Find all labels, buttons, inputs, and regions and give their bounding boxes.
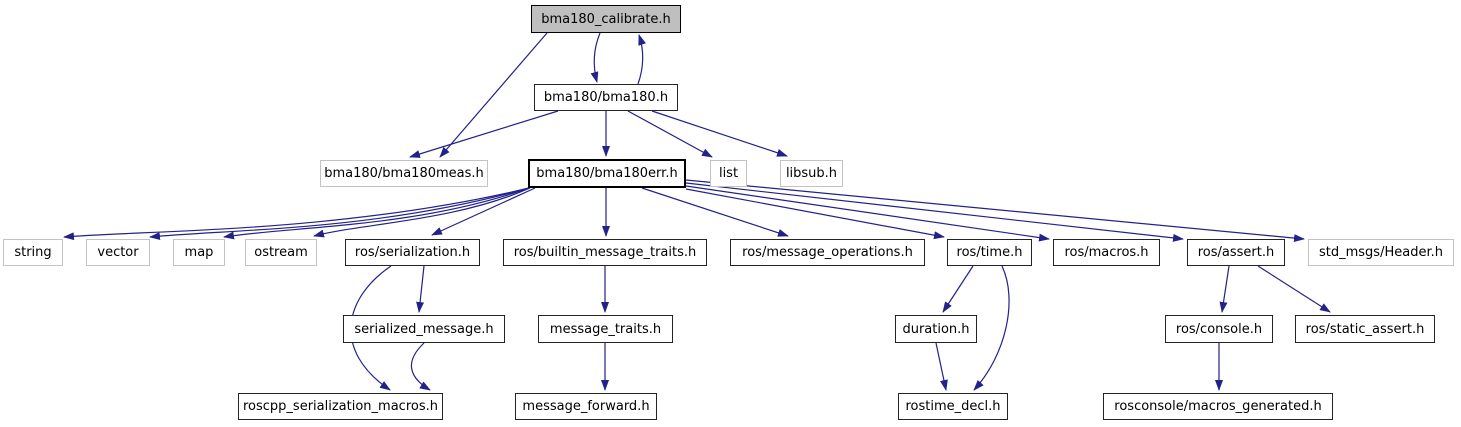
node-label: ostream <box>254 245 308 260</box>
node-rostime-decl-h[interactable]: rostime_decl.h <box>898 393 1008 420</box>
node-serialized-message-h[interactable]: serialized_message.h <box>343 315 505 343</box>
edge-serialized-message-h-to-roscpp-serialization-macros-h <box>410 342 431 391</box>
node-vector[interactable]: vector <box>86 239 150 266</box>
node-label: rosconsole/macros_generated.h <box>1114 399 1322 414</box>
node-bma180-bma180-h[interactable]: bma180/bma180.h <box>534 84 678 111</box>
node-label: bma180/bma180.h <box>543 90 669 105</box>
edge-bma180-calibrate-h-to-bma180meas-h <box>439 32 548 158</box>
node-bma180-calibrate-h[interactable]: bma180_calibrate.h <box>531 5 681 33</box>
edge-ros-serialization-h-to-serialized-message-h <box>416 265 425 313</box>
node-label: bma180/bma180meas.h <box>324 166 484 181</box>
node-ros-time-h[interactable]: ros/time.h <box>947 239 1032 266</box>
node-label: libsub.h <box>785 166 838 181</box>
edge-ros-assert-h-to-ros-static-assert-h <box>1257 265 1331 313</box>
node-label: serialized_message.h <box>354 321 494 337</box>
edge-bma180-bma180-h-to-bma180-calibrate-h <box>637 34 646 85</box>
edge-ros-assert-h-to-ros-console-h <box>1219 265 1230 313</box>
edge-bma180err-h-to-map <box>223 187 530 240</box>
node-ros-serialization-h[interactable]: ros/serialization.h <box>345 239 480 266</box>
edge-bma180err-h-to-ros-macros-h <box>685 185 1050 242</box>
node-message-forward-h[interactable]: message_forward.h <box>515 393 657 420</box>
node-label: ros/builtin_message_traits.h <box>513 245 697 260</box>
node-string[interactable]: string <box>3 239 63 266</box>
node-libsub-h[interactable]: libsub.h <box>780 160 843 187</box>
node-label: ros/serialization.h <box>354 245 471 260</box>
edge-ros-time-h-to-rostime-decl-h <box>973 265 1010 391</box>
node-label: ros/time.h <box>956 245 1023 260</box>
node-label: ros/static_assert.h <box>1305 321 1425 337</box>
edge-bma180err-h-to-ros-serialization-h <box>431 187 536 236</box>
node-message-traits-h[interactable]: message_traits.h <box>538 315 673 343</box>
node-rosconsole-macros-generated-h[interactable]: rosconsole/macros_generated.h <box>1103 393 1333 420</box>
node-bma180meas-h[interactable]: bma180/bma180meas.h <box>320 160 488 187</box>
node-label: message_traits.h <box>549 321 662 337</box>
edge-bma180err-h-to-ros-assert-h <box>685 182 1184 242</box>
node-label: vector <box>97 245 139 260</box>
edge-bma180err-h-to-ros-time-h <box>685 188 945 240</box>
node-label: list <box>718 166 739 181</box>
edge-ros-time-h-to-duration-h <box>942 265 974 313</box>
node-label: std_msgs/Header.h <box>1319 245 1443 260</box>
node-label: string <box>14 245 52 260</box>
edge-bma180-bma180-h-to-libsub-h <box>651 110 788 157</box>
node-std-msgs-header-h[interactable]: std_msgs/Header.h <box>1308 239 1454 266</box>
node-label: message_forward.h <box>522 399 650 414</box>
edge-bma180err-h-to-ros-message-operations-h <box>641 187 789 237</box>
node-label: ros/macros.h <box>1064 245 1149 260</box>
node-ros-static-assert-h[interactable]: ros/static_assert.h <box>1295 315 1435 343</box>
node-roscpp-serialization-macros-h[interactable]: roscpp_serialization_macros.h <box>238 393 443 420</box>
node-ros-assert-h[interactable]: ros/assert.h <box>1187 239 1285 266</box>
node-ros-console-h[interactable]: ros/console.h <box>1165 315 1273 343</box>
edge-bma180-calibrate-h-to-bma180-bma180-h <box>590 32 601 83</box>
edge-bma180err-h-to-string <box>63 187 530 241</box>
node-ros-message-operations-h[interactable]: ros/message_operations.h <box>730 239 925 266</box>
edge-bma180-bma180-h-to-bma180meas-h <box>409 110 559 158</box>
node-map[interactable]: map <box>173 239 225 266</box>
node-label: ros/assert.h <box>1197 245 1275 260</box>
node-ros-builtin-message-traits-h[interactable]: ros/builtin_message_traits.h <box>503 239 707 266</box>
node-ros-macros-h[interactable]: ros/macros.h <box>1053 239 1160 266</box>
node-label: bma180_calibrate.h <box>541 11 671 27</box>
node-duration-h[interactable]: duration.h <box>895 315 977 343</box>
edge-duration-h-to-rostime-decl-h <box>935 342 948 391</box>
node-ostream[interactable]: ostream <box>245 239 317 266</box>
node-bma180err-h[interactable]: bma180/bma180err.h <box>528 159 686 188</box>
node-list[interactable]: list <box>710 160 747 187</box>
node-label: ros/console.h <box>1175 321 1263 337</box>
node-label: map <box>184 245 214 260</box>
node-label: duration.h <box>902 321 970 337</box>
node-label: bma180/bma180err.h <box>536 166 678 181</box>
edge-bma180err-h-to-vector <box>149 187 530 241</box>
node-label: roscpp_serialization_macros.h <box>243 399 438 414</box>
edge-bma180-bma180-h-to-list <box>627 110 713 158</box>
edge-bma180err-h-to-ostream <box>313 187 531 238</box>
node-label: ros/message_operations.h <box>742 245 913 260</box>
edge-bma180err-h-to-std-msgs-header-h <box>685 179 1305 243</box>
node-label: rostime_decl.h <box>905 399 1001 414</box>
